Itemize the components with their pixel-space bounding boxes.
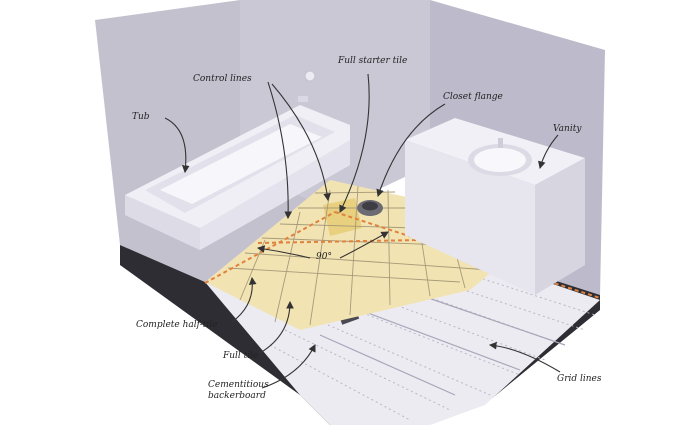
label-backerboard: backerboard [208,391,266,401]
control-lines [204,211,601,299]
angle-arrow-left [256,245,311,259]
backerboard-arrow [261,344,316,389]
vanity-arrow [538,134,559,170]
grid-lines-arrow [488,341,561,373]
label-tub: Tub [132,112,150,122]
callout-arrows [164,73,561,389]
full-tile-arrow [259,300,294,354]
label-vanity: Vanity [553,124,582,134]
label-closet-flange: Closet flange [443,92,503,102]
tile-field [205,180,500,330]
label-full-starter-tile: Full starter tile [338,56,408,66]
closet-flange-arrow [376,103,446,198]
angle-arrow-right [339,231,389,259]
label-complete-half-tile: Complete half-tile [136,320,218,330]
label-90-degrees: 90° [316,252,332,262]
label-cementitious: Cementitious [208,380,269,390]
closet-flange [357,200,383,216]
tub [125,70,350,250]
half-tile-arrow [231,276,257,323]
label-full-tile: Full tile [223,351,259,361]
label-control-lines: Control lines [193,74,252,84]
control-lines-arrow-1 [267,81,293,220]
label-grid-lines: Grid lines [557,374,602,384]
control-lines-arrow-2 [271,83,331,202]
starter-tile-arrow [339,73,370,213]
tub-arrow [164,117,190,174]
board-seams [319,289,566,396]
